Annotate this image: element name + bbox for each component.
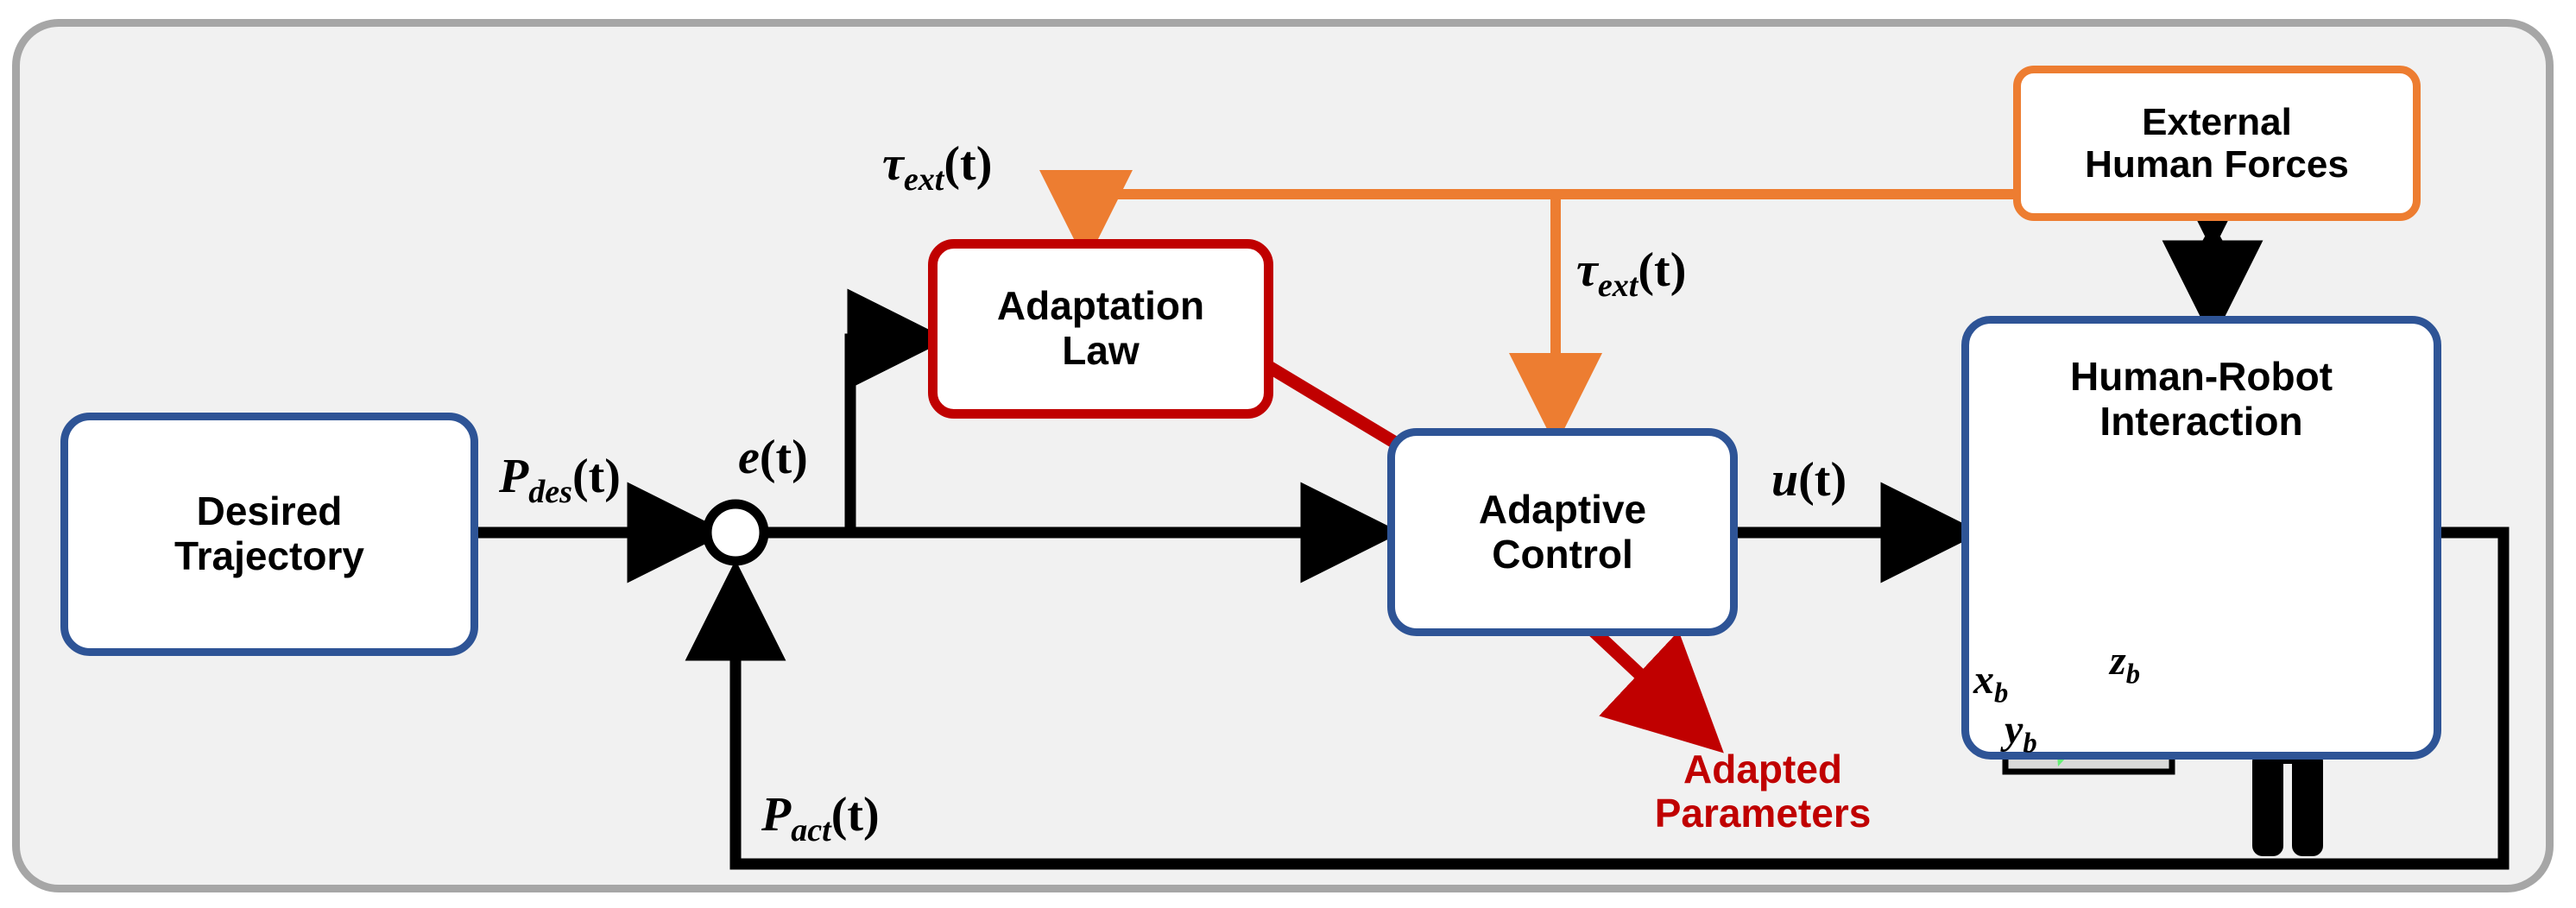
- z-axis-sub: b: [2125, 659, 2140, 690]
- block-desired-trajectory[interactable]: Desired Trajectory: [60, 413, 478, 656]
- tau-law-sub: ext: [903, 161, 944, 199]
- axis-label-y-b: yb: [2005, 706, 2037, 760]
- tau-law-arg: (t): [944, 137, 993, 191]
- p-act-sub: act: [791, 812, 831, 849]
- block-adaptation-law[interactable]: Adaptation Law: [928, 239, 1273, 419]
- tau-law-base: τ: [882, 137, 904, 191]
- p-des-arg: (t): [571, 450, 621, 503]
- block-label-line2: Trajectory: [174, 533, 364, 578]
- block-label-line2: Human Forces: [2085, 143, 2349, 186]
- link-adaptive-to-adapted-params: [1576, 615, 1724, 754]
- block-label-line1: Adaptation: [996, 283, 1205, 329]
- signal-label-tau-ext-law: τext(t): [882, 136, 992, 199]
- block-label-line1: Desired: [196, 489, 343, 534]
- block-label-line2: Law: [1062, 328, 1140, 373]
- axis-label-x-b: xb: [1973, 656, 2008, 710]
- error-arg: (t): [759, 431, 808, 484]
- summing-junction: [702, 499, 769, 566]
- y-axis-sub: b: [2023, 728, 2037, 760]
- block-label-line2: Control: [1492, 531, 1633, 577]
- x-axis-sub: b: [1994, 678, 2009, 709]
- tau-ctrl-base: τ: [1576, 243, 1598, 297]
- link-error-to-adaptation-law: [844, 288, 949, 533]
- signal-label-tau-ext-control: τext(t): [1576, 243, 1686, 305]
- block-human-robot-interaction[interactable]: Human-Robot Interaction: [1961, 316, 2441, 760]
- p-des-base: P: [499, 450, 529, 503]
- axis-label-z-b: zb: [2110, 637, 2140, 691]
- u-base: u: [1771, 453, 1799, 507]
- signal-label-p-des: Pdes(t): [499, 449, 621, 511]
- p-act-arg: (t): [830, 788, 880, 842]
- error-base: e: [738, 431, 760, 484]
- z-axis-label: z: [2110, 638, 2126, 684]
- tau-ctrl-sub: ext: [1597, 268, 1638, 305]
- block-label-line1: External: [2142, 100, 2292, 143]
- p-des-sub: des: [528, 474, 572, 511]
- block-adaptive-control[interactable]: Adaptive Control: [1387, 428, 1738, 636]
- block-label-line1: Adaptive: [1478, 486, 1647, 532]
- p-act-base: P: [761, 788, 792, 842]
- adapted-parameters-line2: Parameters: [1654, 790, 1872, 835]
- u-arg: (t): [1798, 453, 1847, 507]
- signal-label-u: u(t): [1771, 452, 1847, 508]
- adapted-parameters-line1: Adapted: [1683, 747, 1842, 791]
- signal-label-error: e(t): [738, 430, 808, 485]
- link-adaptation-to-adaptive: [1266, 361, 1409, 455]
- block-external-human-forces[interactable]: External Human Forces: [2013, 66, 2421, 221]
- block-label-line1: Human-Robot: [2069, 354, 2333, 399]
- block-label-line2: Interaction: [2099, 398, 2303, 444]
- adapted-parameters-label: Adapted Parameters: [1607, 747, 1918, 835]
- y-axis-label: y: [2005, 707, 2024, 753]
- link-feedback-p-act: [685, 527, 2510, 870]
- signal-label-p-act: Pact(t): [761, 787, 880, 849]
- tau-ctrl-arg: (t): [1638, 243, 1687, 297]
- x-axis-label: x: [1973, 657, 1994, 703]
